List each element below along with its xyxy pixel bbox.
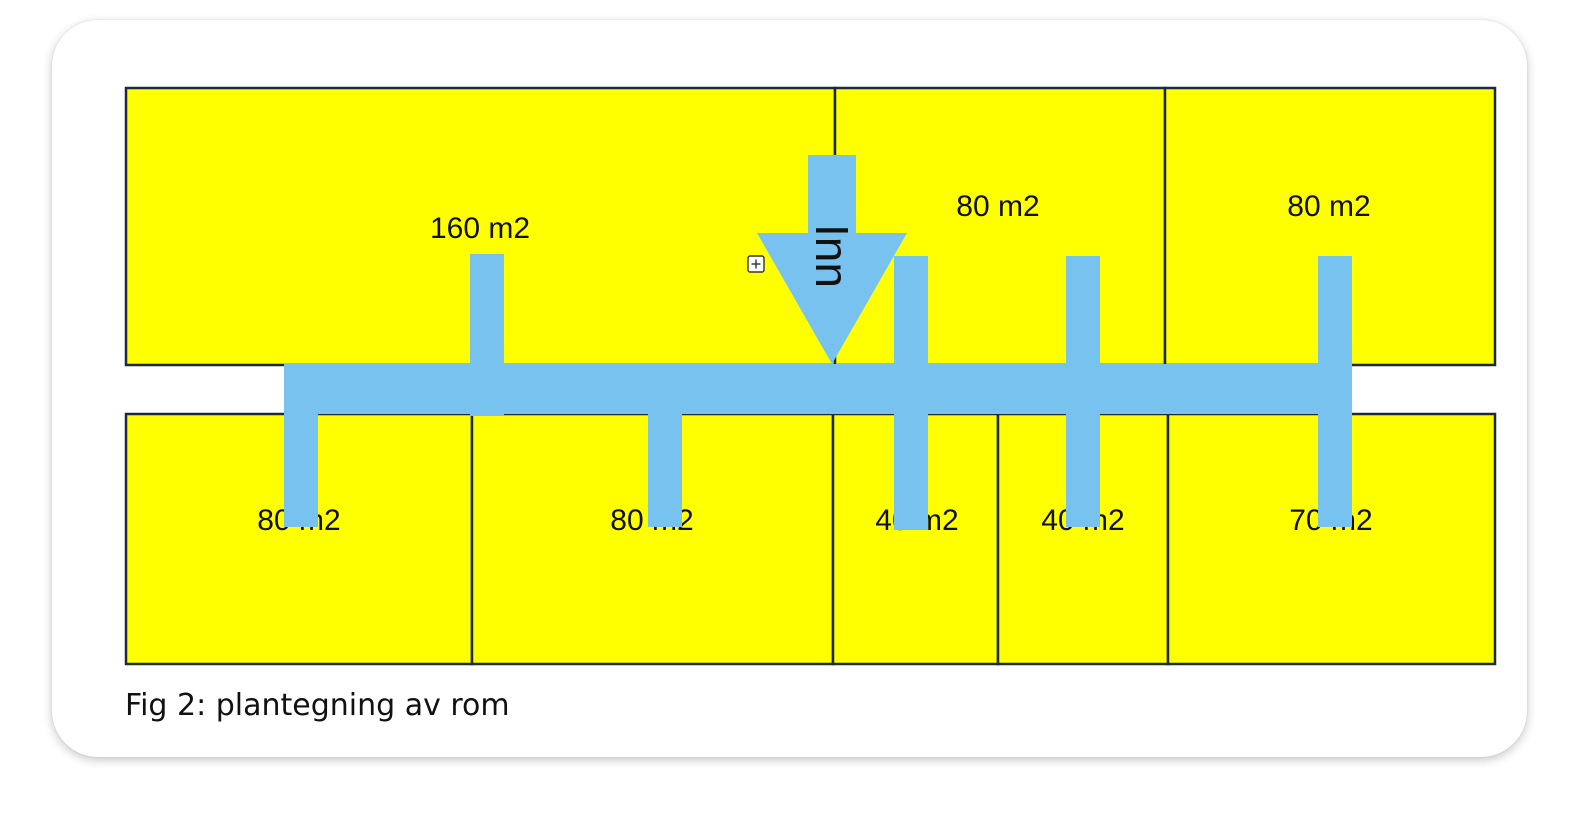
- corridor-stub-mid: [894, 256, 928, 530]
- corridor-stub-bottom-1: [284, 364, 318, 527]
- corridor-stub-top-large: [470, 254, 504, 416]
- corridor-stub-bottom-2: [648, 364, 682, 527]
- corridor-main: [284, 364, 1352, 414]
- corridor-stub-bottom-4: [1066, 256, 1100, 527]
- room-bottom-3: [831, 412, 1000, 666]
- room-top-mid: [833, 86, 1167, 367]
- corridor: [284, 155, 1352, 530]
- entrance-arrow-shaft: [808, 155, 856, 235]
- corridor-stub-right: [1318, 256, 1352, 527]
- room-label-top-large: 160 m2: [430, 212, 530, 245]
- entrance-label: Inn: [806, 224, 858, 288]
- room-label-top-right: 80 m2: [1287, 190, 1370, 223]
- entrance-arrow-head: [757, 233, 907, 364]
- figure-caption: Fig 2: plantegning av rom: [125, 688, 510, 723]
- room-label-top-mid: 80 m2: [956, 190, 1039, 223]
- expand-box-icon[interactable]: [747, 255, 765, 273]
